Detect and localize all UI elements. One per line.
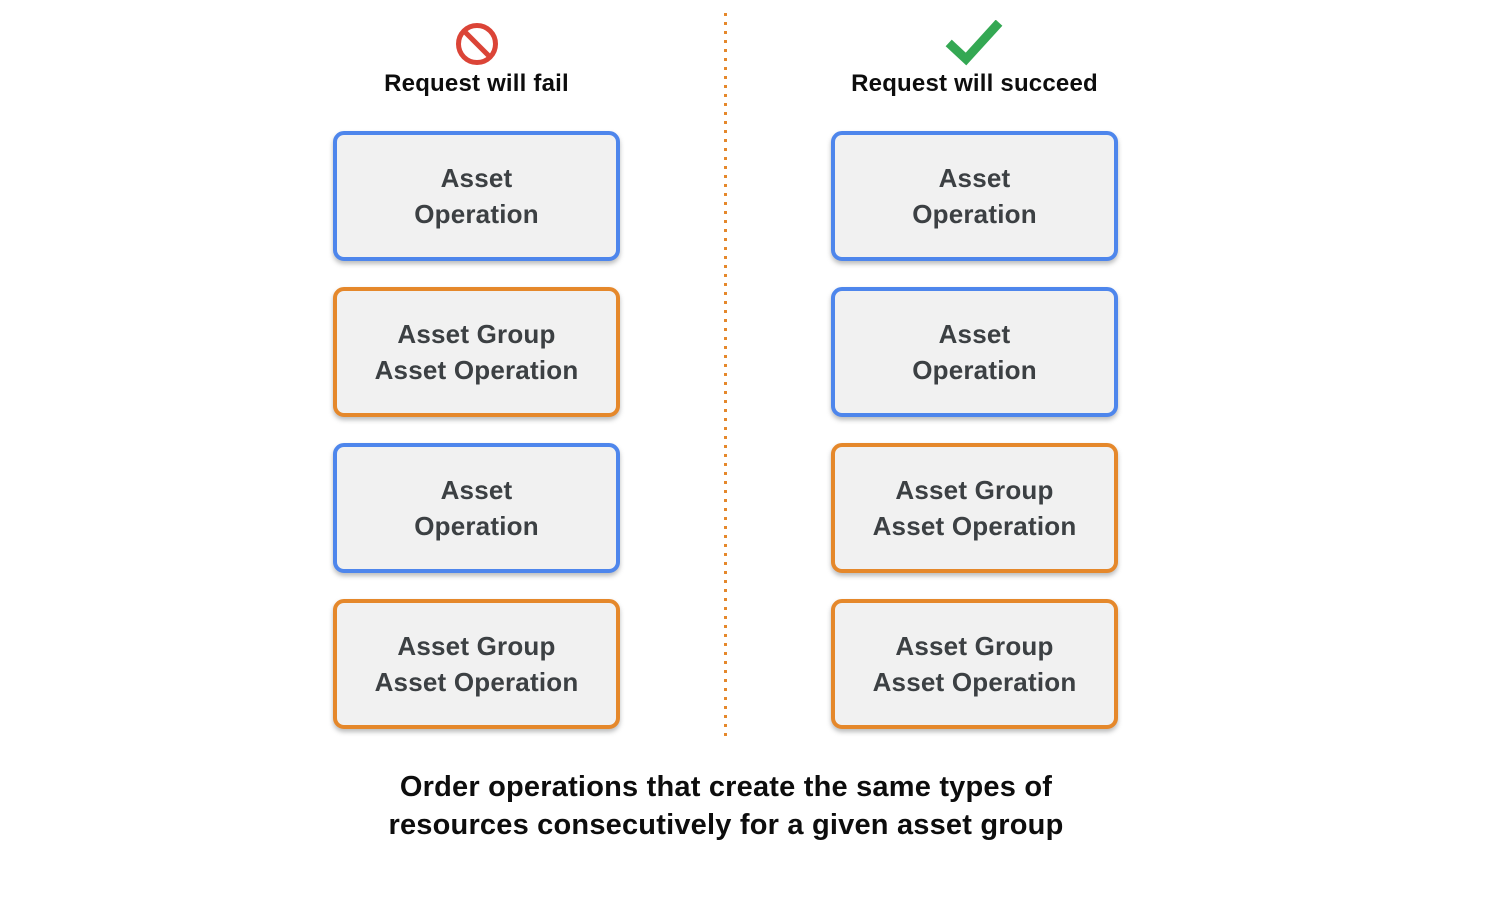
column-divider <box>724 13 727 739</box>
asset-operation-box: Asset Operation <box>333 443 620 573</box>
caption: Order operations that create the same ty… <box>251 768 1201 844</box>
box-label-line: Operation <box>912 199 1037 229</box>
box-label-line: Asset Operation <box>872 667 1077 697</box>
box-label-line: Asset Operation <box>374 667 579 697</box>
fail-header: Request will fail <box>384 18 569 113</box>
asset-group-asset-operation-box: Asset Group Asset Operation <box>831 599 1118 729</box>
box-label-line: Asset Group <box>397 319 556 349</box>
asset-operation-box: Asset Operation <box>333 131 620 261</box>
prohibited-icon <box>455 18 499 70</box>
box-label-line: Asset <box>938 319 1011 349</box>
asset-operation-box: Asset Operation <box>831 287 1118 417</box>
fail-column: Request will fail Asset Operation Asset … <box>333 18 620 729</box>
asset-group-asset-operation-box: Asset Group Asset Operation <box>831 443 1118 573</box>
box-label-line: Asset <box>440 163 513 193</box>
asset-group-asset-operation-box: Asset Group Asset Operation <box>333 599 620 729</box>
box-label-line: Operation <box>414 199 539 229</box>
box-label-line: Asset Group <box>895 475 1054 505</box>
succeed-title: Request will succeed <box>851 70 1098 97</box>
box-label-line: Operation <box>912 355 1037 385</box>
caption-line: Order operations that create the same ty… <box>399 771 1053 803</box>
box-label-line: Asset Group <box>397 631 556 661</box>
box-label-line: Asset <box>938 163 1011 193</box>
box-label-line: Asset Group <box>895 631 1054 661</box>
box-label-line: Operation <box>414 511 539 541</box>
succeed-header: Request will succeed <box>851 18 1098 113</box>
asset-group-asset-operation-box: Asset Group Asset Operation <box>333 287 620 417</box>
box-label-line: Asset Operation <box>374 355 579 385</box>
asset-operation-box: Asset Operation <box>831 131 1118 261</box>
succeed-column: Request will succeed Asset Operation Ass… <box>831 18 1118 729</box>
box-label-line: Asset <box>440 475 513 505</box>
check-icon <box>945 18 1003 70</box>
box-label-line: Asset Operation <box>872 511 1077 541</box>
fail-title: Request will fail <box>384 70 569 97</box>
caption-line: resources consecutively for a given asse… <box>388 809 1064 841</box>
